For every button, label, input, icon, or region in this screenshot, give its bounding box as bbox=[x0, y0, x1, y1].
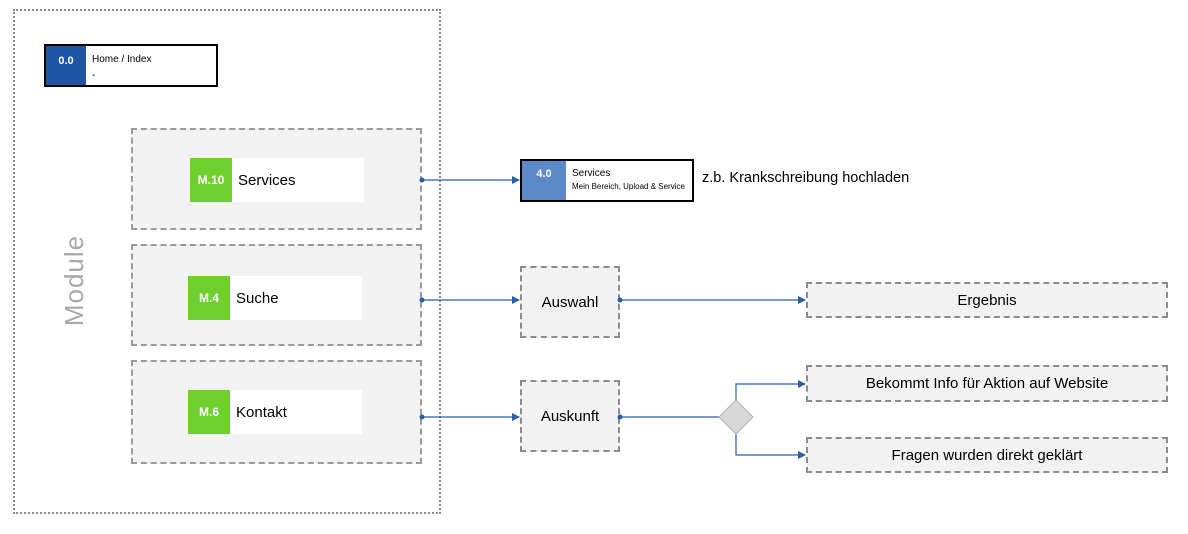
home-subtitle: - bbox=[92, 70, 96, 81]
node-outcome-info[interactable]: Bekommt Info für Aktion auf Website bbox=[806, 365, 1168, 402]
services-page-title: Services bbox=[572, 168, 611, 179]
decision-diamond[interactable] bbox=[718, 399, 754, 435]
services-page-card[interactable]: 4.0 Services Mein Bereich, Upload & Serv… bbox=[520, 159, 694, 202]
module-panel-services: M.10 Services bbox=[131, 128, 422, 230]
services-page-subtitle: Mein Bereich, Upload & Service bbox=[572, 182, 685, 191]
edge-decision-to-resolved bbox=[735, 434, 806, 459]
node-outcome-resolved[interactable]: Fragen wurden direkt geklärt bbox=[806, 437, 1168, 473]
home-index-card[interactable]: 0.0 Home / Index - bbox=[44, 44, 218, 87]
module-suche-card[interactable]: M.4 Suche bbox=[188, 276, 362, 320]
port-dot bbox=[419, 297, 425, 303]
services-note: z.b. Krankschreibung hochladen bbox=[702, 170, 910, 186]
port-dot bbox=[617, 414, 623, 420]
module-services-card[interactable]: M.10 Services bbox=[190, 158, 364, 202]
module-kontakt-code: M.6 bbox=[188, 390, 230, 434]
node-ergebnis[interactable]: Ergebnis bbox=[806, 282, 1168, 318]
module-container bbox=[13, 9, 441, 514]
edge-decision-to-info bbox=[735, 380, 806, 400]
home-code: 0.0 bbox=[46, 46, 86, 85]
module-suche-code: M.4 bbox=[188, 276, 230, 320]
port-dot bbox=[419, 414, 425, 420]
node-auskunft[interactable]: Auskunft bbox=[520, 380, 620, 452]
module-panel-kontakt: M.6 Kontakt bbox=[131, 360, 422, 464]
services-page-code: 4.0 bbox=[522, 161, 566, 200]
module-panel-suche: M.4 Suche bbox=[131, 244, 422, 346]
home-title: Home / Index bbox=[92, 54, 152, 65]
module-services-label: Services bbox=[238, 171, 296, 189]
module-services-code: M.10 bbox=[190, 158, 232, 202]
node-auswahl[interactable]: Auswahl bbox=[520, 266, 620, 338]
module-kontakt-label: Kontakt bbox=[236, 403, 287, 421]
port-dot bbox=[419, 177, 425, 183]
port-dot bbox=[617, 297, 623, 303]
module-suche-label: Suche bbox=[236, 289, 279, 307]
module-kontakt-card[interactable]: M.6 Kontakt bbox=[188, 390, 362, 434]
